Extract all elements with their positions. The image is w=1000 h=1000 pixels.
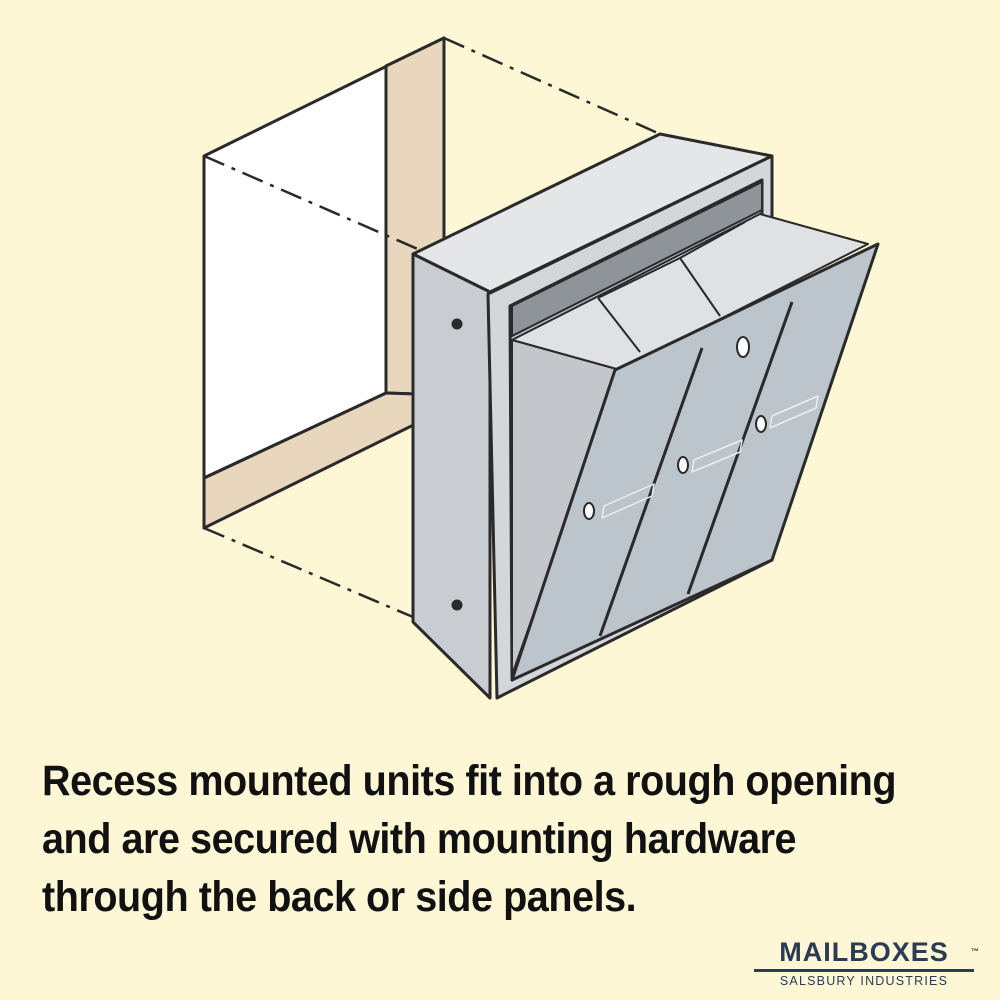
caption-text: Recess mounted units fit into a rough op… — [42, 752, 898, 926]
trademark-mark: ™ — [971, 947, 980, 956]
caption-line: through the back or side panels. — [42, 873, 637, 921]
door-lock — [755, 415, 767, 433]
brand-name: MAILBOXES ™ — [754, 937, 979, 967]
caption-line: Recess mounted units fit into a rough op… — [42, 757, 897, 805]
brand-name-text: MAILBOXES — [779, 937, 949, 967]
side-screw-hole — [451, 599, 463, 611]
mailbox-unit — [411, 132, 880, 700]
unit-top-strip — [511, 181, 763, 337]
unit-side-face — [411, 252, 492, 700]
caption-line: and are secured with mounting hardware — [42, 815, 797, 863]
brand-divider — [754, 969, 974, 972]
brand-subtitle: SALSBURY INDUSTRIES — [779, 974, 949, 988]
door-lock — [736, 336, 750, 358]
door-lock — [677, 456, 689, 474]
brand-logo: MAILBOXES ™ SALSBURY INDUSTRIES — [754, 937, 979, 988]
projection-lines — [203, 36, 661, 622]
recess-mount-illustration — [202, 36, 880, 700]
door-lock — [583, 502, 595, 520]
door-panel — [510, 242, 880, 682]
side-screw-hole — [451, 318, 463, 330]
rough-opening — [202, 36, 446, 530]
